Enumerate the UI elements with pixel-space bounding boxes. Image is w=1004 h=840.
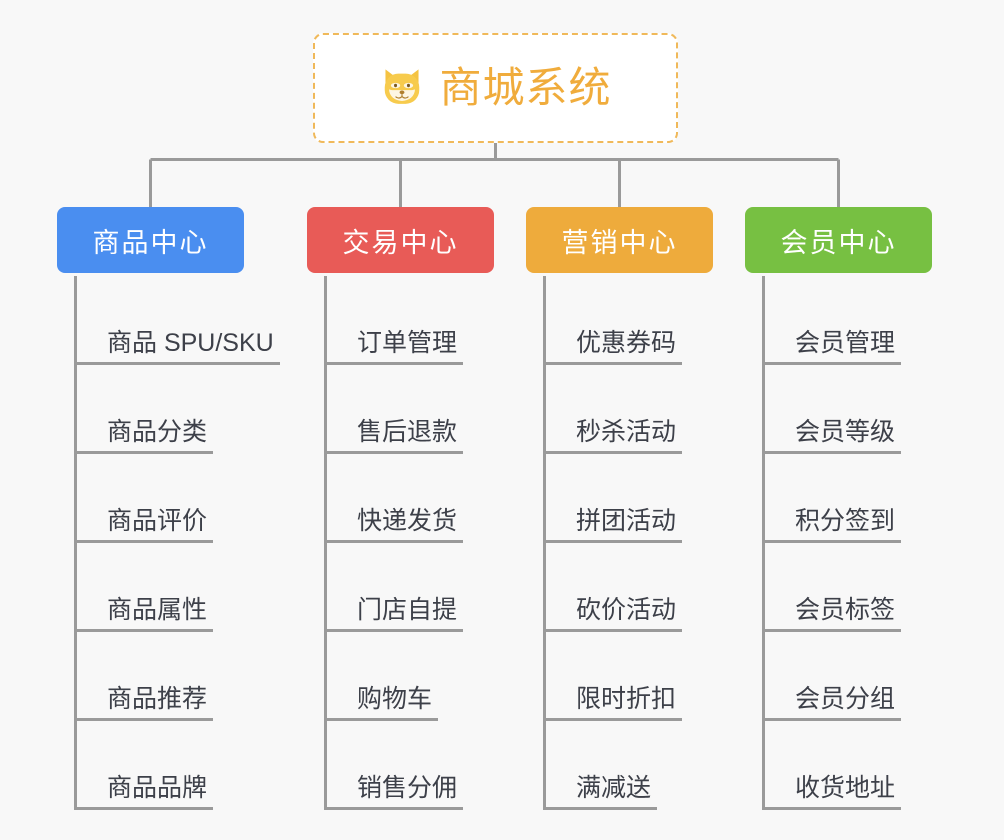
leaf-item[interactable]: 订单管理: [327, 276, 494, 365]
branch-column-3: 营销中心优惠券码秒杀活动拼团活动砍价活动限时折扣满减送: [526, 207, 713, 810]
leaf-label: 收货地址: [795, 773, 896, 802]
leaf-underline: [77, 629, 213, 632]
leaf-label: 快递发货: [357, 506, 458, 535]
leaf-underline: [327, 451, 463, 454]
leaf-item[interactable]: 拼团活动: [546, 454, 713, 543]
leaf-label: 满减送: [576, 773, 652, 802]
leaf-item[interactable]: 快递发货: [327, 454, 494, 543]
leaf-underline: [77, 451, 213, 454]
root-title: 商城系统: [439, 64, 612, 111]
leaf-item[interactable]: 商品推荐: [77, 632, 244, 721]
leaf-item[interactable]: 商品属性: [77, 543, 244, 632]
leaf-label: 会员标签: [795, 595, 896, 624]
leaf-list: 会员管理会员等级积分签到会员标签会员分组收货地址: [762, 276, 932, 810]
leaf-underline: [765, 451, 901, 454]
branch-header-1[interactable]: 商品中心: [57, 207, 244, 273]
leaf-underline: [327, 629, 463, 632]
leaf-underline: [546, 807, 657, 810]
leaf-item[interactable]: 砍价活动: [546, 543, 713, 632]
leaf-item[interactable]: 会员管理: [765, 276, 932, 365]
leaf-label: 商品 SPU/SKU: [107, 328, 274, 357]
leaf-item[interactable]: 商品 SPU/SKU: [77, 276, 280, 365]
leaf-label: 商品分类: [107, 417, 208, 446]
branch-column-1: 商品中心商品 SPU/SKU 商品分类商品评价商品属性商品推荐商品品牌: [57, 207, 280, 810]
leaf-underline: [765, 362, 901, 365]
leaf-label: 订单管理: [357, 328, 458, 357]
leaf-item[interactable]: 秒杀活动: [546, 365, 713, 454]
dog-face-icon: [385, 69, 420, 104]
leaf-underline: [546, 718, 682, 721]
leaf-list: 商品 SPU/SKU 商品分类商品评价商品属性商品推荐商品品牌: [74, 276, 280, 810]
branch-header-4[interactable]: 会员中心: [745, 207, 932, 273]
leaf-label: 限时折扣: [576, 684, 677, 713]
leaf-label: 优惠券码: [576, 328, 677, 357]
branch-header-3[interactable]: 营销中心: [526, 207, 713, 273]
leaf-label: 售后退款: [357, 417, 458, 446]
branch-title: 会员中心: [780, 227, 897, 258]
root-node[interactable]: 商城系统: [313, 33, 678, 143]
leaf-item[interactable]: 商品评价: [77, 454, 244, 543]
leaf-underline: [77, 718, 213, 721]
branch-title: 交易中心: [342, 227, 459, 258]
leaf-label: 购物车: [357, 684, 433, 713]
leaf-label: 砍价活动: [576, 595, 677, 624]
leaf-item[interactable]: 优惠券码: [546, 276, 713, 365]
leaf-underline: [546, 540, 682, 543]
leaf-underline: [546, 451, 682, 454]
leaf-label: 销售分佣: [357, 773, 458, 802]
leaf-item[interactable]: 购物车: [327, 632, 494, 721]
leaf-underline: [77, 540, 213, 543]
leaf-underline: [765, 718, 901, 721]
leaf-label: 会员分组: [795, 684, 896, 713]
leaf-label: 商品推荐: [107, 684, 208, 713]
leaf-underline: [327, 807, 463, 810]
leaf-item[interactable]: 满减送: [546, 721, 713, 810]
leaf-item[interactable]: 商品分类: [77, 365, 244, 454]
leaf-underline: [327, 718, 438, 721]
branch-header-2[interactable]: 交易中心: [307, 207, 494, 273]
leaf-underline: [765, 629, 901, 632]
leaf-item[interactable]: 会员标签: [765, 543, 932, 632]
leaf-underline: [327, 540, 463, 543]
leaf-underline: [327, 362, 463, 365]
branch-column-4: 会员中心会员管理会员等级积分签到会员标签会员分组收货地址: [745, 207, 932, 810]
leaf-item[interactable]: 积分签到: [765, 454, 932, 543]
branch-title: 营销中心: [561, 227, 678, 258]
leaf-item[interactable]: 门店自提: [327, 543, 494, 632]
leaf-underline: [77, 362, 280, 365]
leaf-item[interactable]: 限时折扣: [546, 632, 713, 721]
leaf-label: 门店自提: [357, 595, 458, 624]
leaf-label: 拼团活动: [576, 506, 677, 535]
leaf-label: 商品评价: [107, 506, 208, 535]
leaf-underline: [765, 807, 901, 810]
leaf-underline: [765, 540, 901, 543]
leaf-item[interactable]: 收货地址: [765, 721, 932, 810]
leaf-item[interactable]: 商品品牌: [77, 721, 244, 810]
leaf-label: 积分签到: [795, 506, 896, 535]
leaf-label: 会员等级: [795, 417, 896, 446]
leaf-underline: [546, 629, 682, 632]
leaf-item[interactable]: 会员等级: [765, 365, 932, 454]
branch-title: 商品中心: [92, 227, 209, 258]
leaf-underline: [546, 362, 682, 365]
leaf-item[interactable]: 售后退款: [327, 365, 494, 454]
leaf-label: 秒杀活动: [576, 417, 677, 446]
leaf-underline: [77, 807, 213, 810]
leaf-item[interactable]: 会员分组: [765, 632, 932, 721]
leaf-item[interactable]: 销售分佣: [327, 721, 494, 810]
leaf-label: 商品品牌: [107, 773, 208, 802]
leaf-list: 优惠券码秒杀活动拼团活动砍价活动限时折扣满减送: [543, 276, 713, 810]
leaf-label: 商品属性: [107, 595, 208, 624]
leaf-label: 会员管理: [795, 328, 896, 357]
branch-column-2: 交易中心订单管理售后退款快递发货门店自提购物车销售分佣: [307, 207, 494, 810]
leaf-list: 订单管理售后退款快递发货门店自提购物车销售分佣: [324, 276, 494, 810]
